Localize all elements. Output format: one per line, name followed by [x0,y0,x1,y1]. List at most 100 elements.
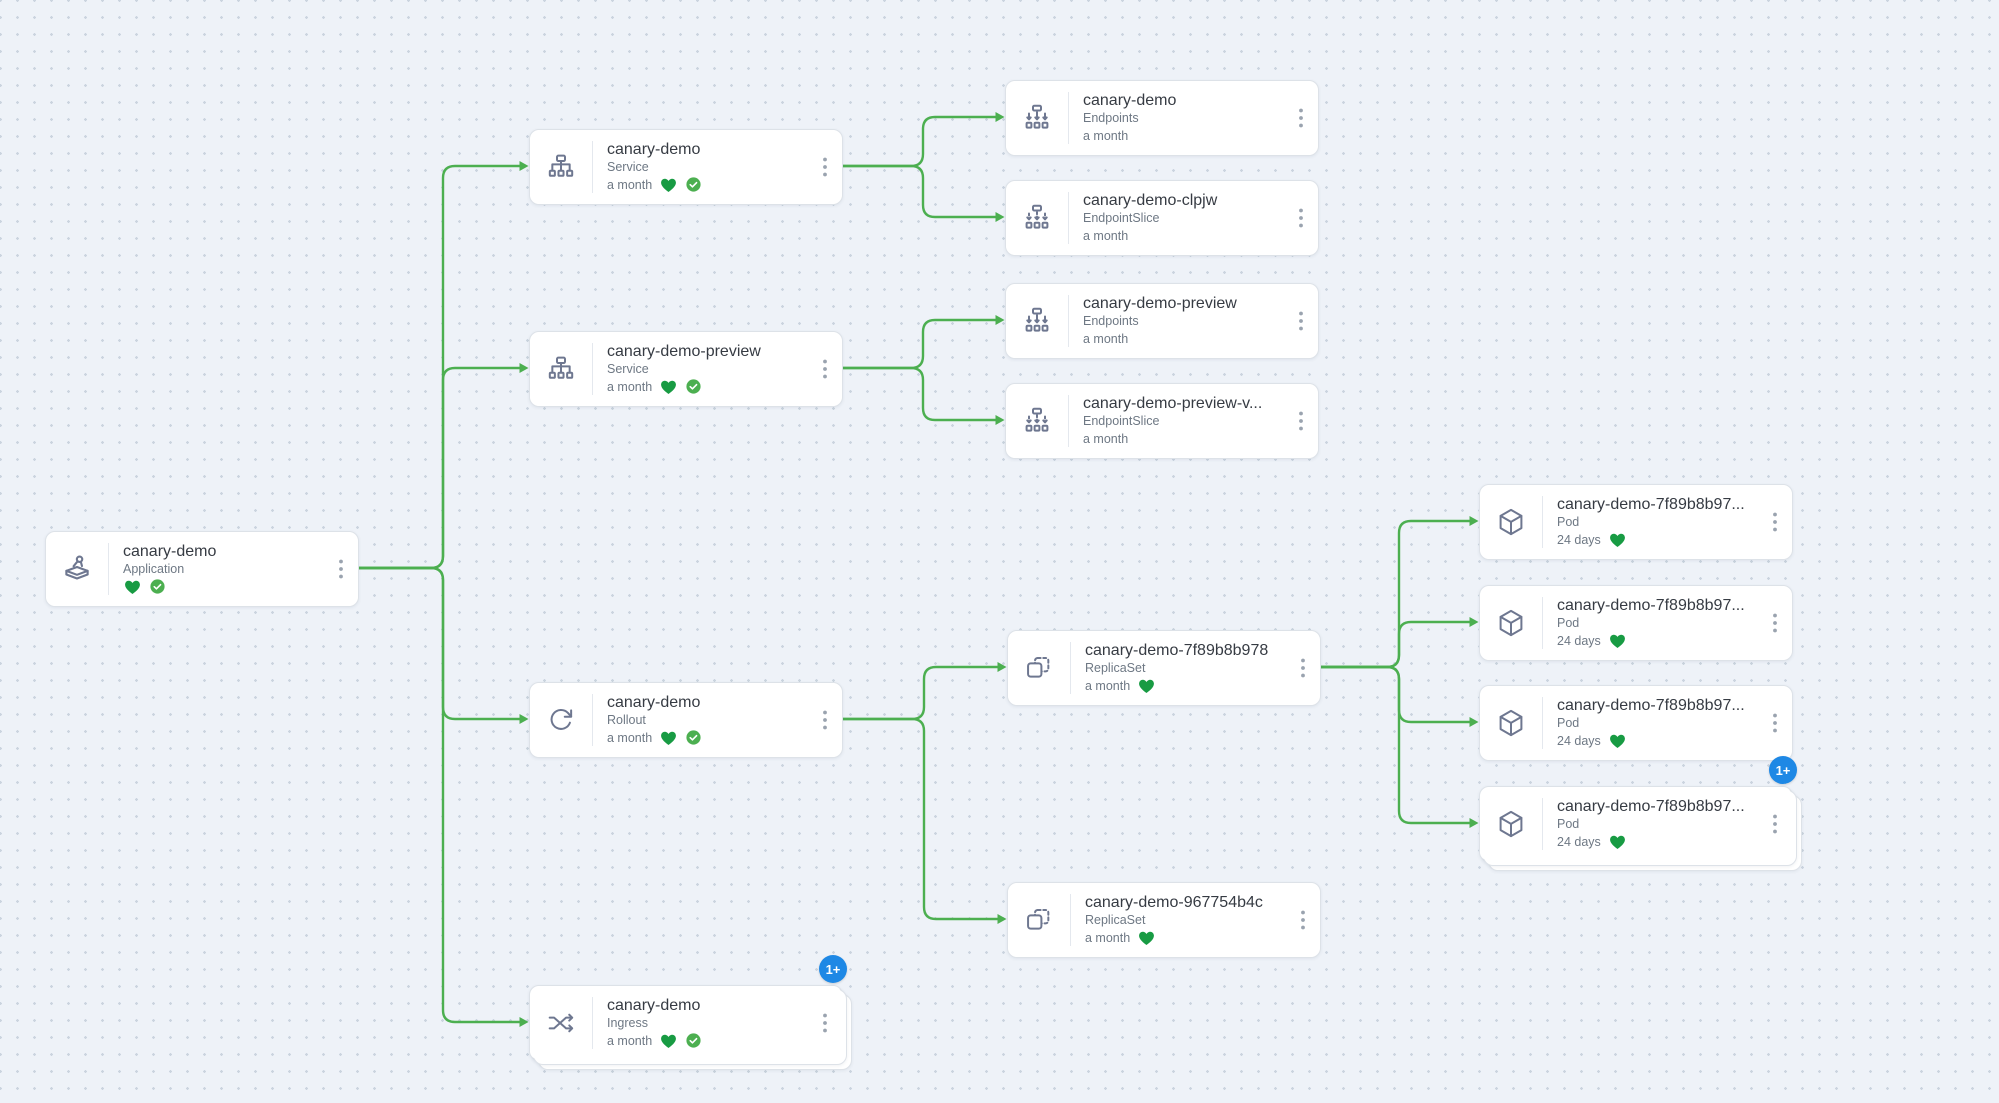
resource-node-app[interactable]: canary-demo Application [45,531,359,607]
node-menu-button[interactable] [1758,612,1792,634]
resource-kind: ReplicaSet [1085,661,1146,675]
pod-icon [1495,808,1527,840]
resource-kind: Ingress [607,1016,648,1030]
edge-rs1-pod1 [1317,516,1479,669]
resource-kind: Endpoints [1083,111,1139,125]
service-icon [545,151,577,183]
resource-kind: Service [607,362,649,376]
resource-node-svc2[interactable]: canary-demo-preview Service a month [529,331,843,407]
health-heart-icon [1608,732,1627,750]
icon-divider [592,141,593,193]
resource-name: canary-demo-7f89b8b978 [1085,642,1269,659]
service-icon [545,353,577,385]
icon-divider [108,543,109,595]
edge-app-svc2 [355,363,529,570]
resource-name: canary-demo [607,694,701,711]
node-menu-button[interactable] [1284,107,1318,129]
resource-name: canary-demo-preview [1083,295,1237,312]
sync-ok-icon [685,1032,702,1049]
resource-node-svc1[interactable]: canary-demo Service a month [529,129,843,205]
resource-kind: Application [123,562,185,576]
resource-age: a month [607,1033,653,1048]
node-menu-button[interactable] [1284,207,1318,229]
more-count-badge[interactable]: 1+ [1769,756,1797,784]
resource-age: a month [1083,128,1129,143]
sync-ok-icon [685,378,702,395]
icon-divider [1068,395,1069,447]
icon-divider [1542,597,1543,649]
resource-node-rs2[interactable]: canary-demo-967754b4c ReplicaSet a month [1007,882,1321,958]
resource-node-eps1[interactable]: canary-demo-clpjw EndpointSlice a month [1005,180,1319,256]
resource-age: a month [607,730,653,745]
node-menu-button[interactable] [808,1012,842,1034]
resource-node-eps2[interactable]: canary-demo-preview-v... EndpointSlice a… [1005,383,1319,459]
edge-rs1-pod4 [1317,665,1479,828]
icon-divider [1068,295,1069,347]
resource-kind: Pod [1557,616,1580,630]
icon-divider [1542,496,1543,548]
resource-name: canary-demo [1083,92,1177,109]
resource-kind: EndpointSlice [1083,211,1160,225]
pod-icon [1495,707,1527,739]
node-menu-button[interactable] [808,358,842,380]
health-heart-icon [1137,929,1156,947]
resource-kind: Pod [1557,716,1580,730]
endpointslice-icon [1021,405,1053,437]
edge-rs1-pod2 [1317,617,1479,669]
resource-node-ep2[interactable]: canary-demo-preview Endpoints a month [1005,283,1319,359]
resource-age: a month [1083,228,1129,243]
node-menu-button[interactable] [1758,511,1792,533]
resource-age: a month [607,379,653,394]
resource-node-rollout[interactable]: canary-demo Rollout a month [529,682,843,758]
resource-node-pod3[interactable]: canary-demo-7f89b8b97... Pod 24 days [1479,685,1793,761]
resource-name: canary-demo-7f89b8b97... [1557,597,1745,614]
resource-kind: Rollout [607,713,646,727]
icon-divider [1068,92,1069,144]
icon-divider [592,343,593,395]
node-menu-button[interactable] [808,709,842,731]
replicaset-icon [1023,904,1055,936]
resource-kind: ReplicaSet [1085,913,1146,927]
resource-node-pod2[interactable]: canary-demo-7f89b8b97... Pod 24 days [1479,585,1793,661]
resource-node-rs1[interactable]: canary-demo-7f89b8b978 ReplicaSet a mont… [1007,630,1321,706]
icon-divider [1070,642,1071,694]
more-count-badge[interactable]: 1+ [819,955,847,983]
resource-age: a month [1083,331,1129,346]
node-menu-button[interactable] [1286,909,1320,931]
node-menu-button[interactable] [808,156,842,178]
health-heart-icon [123,578,142,596]
endpoints-icon [1021,102,1053,134]
edge-svc2-ep2 [839,315,1005,370]
resource-node-ep1[interactable]: canary-demo Endpoints a month [1005,80,1319,156]
icon-divider [1542,697,1543,749]
resource-node-pod4[interactable]: canary-demo-7f89b8b97... Pod 24 days 1+ [1479,756,1797,862]
resource-name: canary-demo [123,543,217,560]
health-heart-icon [659,1032,678,1050]
edge-rs1-pod3 [1317,665,1479,727]
node-menu-button[interactable] [324,558,358,580]
health-heart-icon [1608,833,1627,851]
resource-node-pod1[interactable]: canary-demo-7f89b8b97... Pod 24 days [1479,484,1793,560]
health-heart-icon [659,729,678,747]
node-menu-button[interactable] [1284,310,1318,332]
resource-age: a month [1083,431,1129,446]
node-menu-button[interactable] [1758,712,1792,734]
resource-age: a month [1085,930,1131,945]
sync-ok-icon [685,729,702,746]
node-menu-button[interactable] [1758,813,1792,835]
replicaset-icon [1023,652,1055,684]
health-heart-icon [1608,531,1627,549]
resource-age: 24 days [1557,733,1601,748]
health-heart-icon [659,176,678,194]
resource-kind: Service [607,160,649,174]
resource-kind: Pod [1557,515,1580,529]
icon-divider [1542,798,1543,850]
health-heart-icon [659,378,678,396]
pod-icon [1495,506,1527,538]
node-menu-button[interactable] [1286,657,1320,679]
resource-kind: Pod [1557,817,1580,831]
resource-node-ingress[interactable]: canary-demo Ingress a month 1+ [529,955,847,1061]
node-menu-button[interactable] [1284,410,1318,432]
